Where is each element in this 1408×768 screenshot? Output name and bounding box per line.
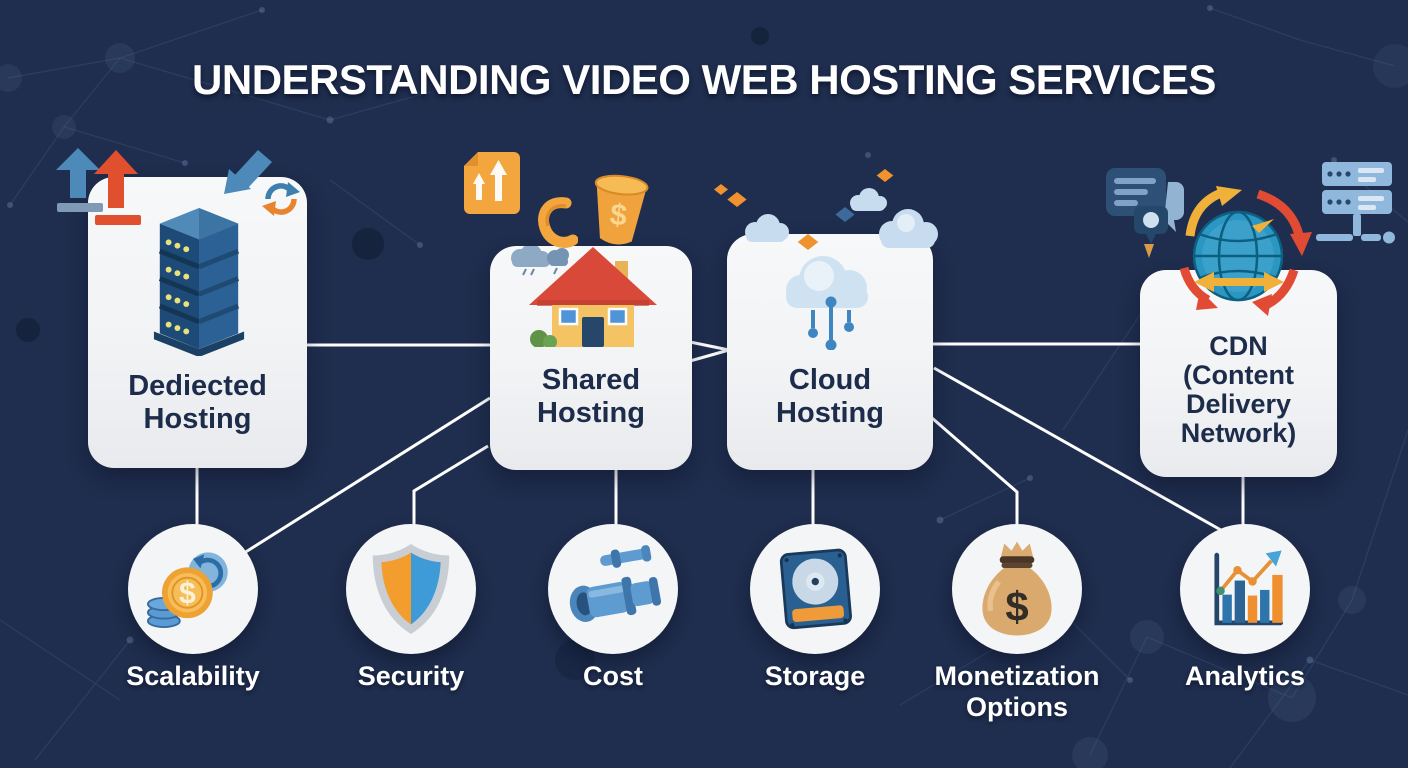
feature-security: Security [301, 524, 521, 692]
feature-security-label: Security [358, 661, 465, 692]
feature-label-line: Cost [583, 661, 643, 691]
card-label-line: Network) [1180, 418, 1297, 448]
page-title: UNDERSTANDING VIDEO WEB HOSTING SERVICES [192, 56, 1216, 103]
feature-analytics-label: Analytics [1185, 661, 1305, 692]
hard-drive-icon [779, 548, 852, 630]
feature-circle [750, 524, 880, 654]
cloud-decor-icon [850, 188, 887, 211]
diamond-icon [797, 234, 819, 250]
diamond-icon [714, 184, 728, 195]
money-bag-icon: $ [982, 541, 1052, 636]
card-label-line: Cloud [788, 364, 872, 396]
cloud-network-icon [786, 256, 868, 350]
server-tower-icon [153, 207, 245, 356]
card-cloud-hosting-label: Cloud Hosting [727, 364, 933, 430]
feature-circle [548, 524, 678, 654]
shield-icon [372, 544, 450, 634]
feature-circle: $ [952, 524, 1082, 654]
card-cdn: CDN (Content Delivery Network) [1140, 270, 1337, 477]
cloud-decor-icon [745, 214, 789, 242]
feature-label-line: Security [357, 661, 465, 691]
dollar-bucket-icon: $ [594, 174, 649, 245]
upload-arrow-icon [56, 148, 100, 198]
feature-scalability: $ Scalability [83, 524, 303, 692]
card-label-line: Hosting [143, 403, 252, 435]
feature-label-line: Scalability [126, 661, 260, 691]
feature-storage-label: Storage [765, 661, 866, 692]
diamond-blue-icon [835, 207, 855, 222]
feature-label-line: Storage [764, 661, 866, 691]
feature-storage: Storage [705, 524, 925, 692]
telescope-icon [569, 545, 662, 622]
feature-cost-label: Cost [583, 661, 643, 692]
dollar-glyph: $ [608, 198, 628, 233]
feature-label-line: Monetization [934, 661, 1100, 691]
house-icon [529, 247, 657, 347]
cloud-decor-icon [879, 209, 938, 248]
card-dedicated-hosting-label: Dediected Hosting [88, 370, 307, 436]
chat-bubbles-icon [1106, 168, 1184, 258]
card-label-line: Shared [541, 364, 641, 396]
card-label-line: Hosting [776, 397, 884, 429]
feature-monetization-label: Monetization Options [935, 661, 1100, 723]
feature-circle [346, 524, 476, 654]
dollar-glyph: $ [1005, 583, 1028, 630]
dollar-glyph: $ [179, 577, 196, 610]
globe-arrows-icon [1179, 186, 1312, 316]
card-label-line: CDN [1209, 331, 1268, 361]
refresh-icon [262, 182, 300, 216]
card-label-line: Delivery [1185, 389, 1292, 419]
feature-monetization: $ Monetization Options [907, 524, 1127, 723]
feature-label-line: Analytics [1184, 661, 1306, 691]
diamond-icon [876, 169, 894, 182]
hook-icon [538, 197, 578, 248]
diamond-icon [727, 192, 747, 207]
card-shared-hosting-label: Shared Hosting [490, 364, 692, 430]
upload-document-icon [464, 152, 520, 214]
server-network-icon [1316, 162, 1395, 244]
card-label-line: Hosting [537, 397, 645, 429]
feature-label-line: Options [965, 692, 1068, 722]
card-label-line: (Content [1183, 360, 1294, 390]
red-bar [95, 215, 141, 225]
bar-chart-icon [1214, 550, 1284, 626]
feature-scalability-label: Scalability [126, 661, 260, 692]
diagonal-arrow-icon [224, 150, 272, 194]
feature-circle [1180, 524, 1310, 654]
coins-growth-icon: $ [146, 552, 228, 629]
rain-clouds-icon [511, 246, 569, 276]
blue-bar [57, 203, 103, 212]
feature-circle: $ [128, 524, 258, 654]
upload-arrow-red-icon [94, 150, 138, 208]
card-label-line: Dediected [128, 370, 267, 402]
card-cdn-label: CDN (Content Delivery Network) [1140, 332, 1337, 448]
feature-cost: Cost [503, 524, 723, 692]
feature-analytics: Analytics [1135, 524, 1355, 692]
